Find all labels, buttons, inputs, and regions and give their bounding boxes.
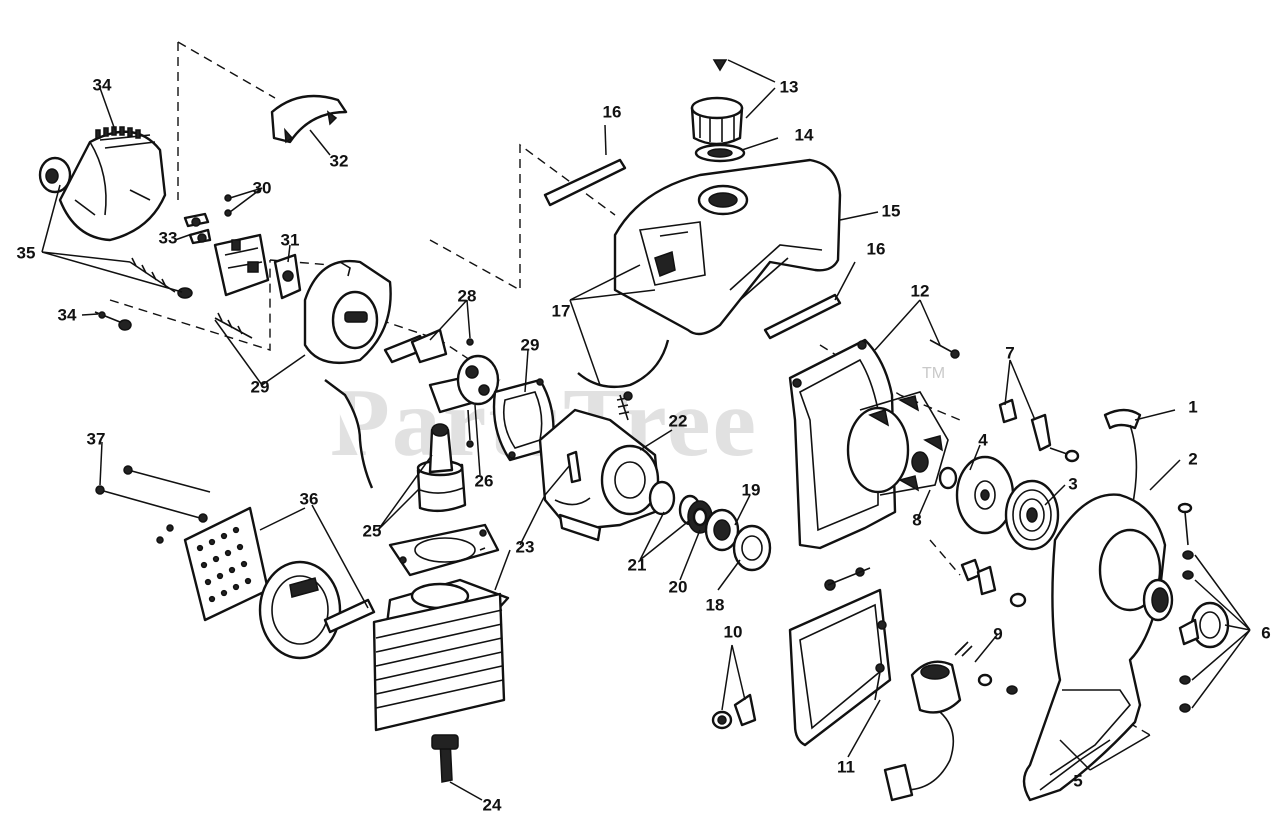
callout-9: 9	[993, 624, 1002, 643]
part-12-fan-cover	[788, 338, 897, 550]
small-hardware-left	[94, 194, 232, 331]
part-32-heat-shield	[270, 94, 348, 144]
fuel-hose-left	[324, 379, 374, 489]
callout-labels: 1 2 3 4 5 6 7 8 9 10 11 12 13 14 15 16 1…	[17, 75, 1271, 814]
part-3-recoil-spring	[1004, 479, 1060, 551]
part-37-bolts	[95, 465, 211, 544]
callout-33: 33	[159, 228, 178, 247]
callout-20: 20	[669, 577, 688, 596]
callout-31: 31	[281, 230, 300, 249]
callout-6: 6	[1261, 623, 1270, 642]
ignition-bracket-plate	[788, 567, 892, 747]
callout-8: 8	[912, 510, 921, 529]
callout-1: 1	[1188, 397, 1197, 416]
callout-34-bottom: 34	[58, 305, 77, 324]
part-13-vent	[712, 59, 728, 72]
part-13-fuel-cap	[690, 96, 744, 146]
part-23-cylinder-gasket	[388, 523, 500, 577]
part-10-washers	[711, 693, 757, 730]
part-28-reed-plates	[383, 328, 474, 364]
callout-19: 19	[742, 480, 761, 499]
callout-12: 12	[911, 281, 930, 300]
callout-7: 7	[1005, 343, 1014, 362]
callout-22: 22	[669, 411, 688, 430]
callout-10: 10	[724, 622, 743, 641]
part-4-pulley	[938, 455, 1015, 535]
callout-32: 32	[330, 151, 349, 170]
part-6-clamp	[1177, 502, 1230, 713]
callout-5: 5	[1073, 771, 1082, 790]
part-36-muffler	[258, 560, 376, 660]
callout-28: 28	[458, 286, 477, 305]
part-16-strip-right	[763, 293, 842, 340]
callout-36: 36	[300, 489, 319, 508]
callout-11: 11	[837, 757, 855, 776]
callout-4: 4	[978, 430, 988, 449]
callout-3: 3	[1068, 474, 1077, 493]
callout-15: 15	[882, 201, 901, 220]
spark-screen-plate	[183, 506, 270, 622]
part-26-crankshaft	[428, 354, 500, 448]
part-23-cylinder	[372, 578, 510, 783]
part-29-filter-base	[214, 259, 392, 364]
callout-25: 25	[363, 521, 382, 540]
callout-37: 37	[87, 429, 106, 448]
part-34-fan-housing	[38, 126, 167, 242]
leader-lines	[41, 59, 1251, 801]
callout-29-center: 29	[521, 335, 540, 354]
callout-24: 24	[483, 795, 502, 814]
callout-18: 18	[706, 595, 725, 614]
callout-13: 13	[780, 77, 799, 96]
callout-17: 17	[552, 301, 571, 320]
small-hardware-right	[929, 339, 1080, 608]
callout-26: 26	[475, 471, 494, 490]
part-14-cap-gasket	[694, 143, 746, 163]
part-2-starter-housing	[1022, 493, 1174, 802]
callout-14: 14	[795, 125, 814, 144]
flywheel	[846, 391, 949, 496]
callout-29-left: 29	[251, 377, 270, 396]
part-16-strip-top	[543, 158, 627, 207]
watermark-trademark: TM	[922, 365, 945, 382]
part-15-fuel-tank	[613, 158, 842, 336]
bearings-seals	[648, 480, 772, 572]
callout-30: 30	[253, 178, 272, 197]
callout-34-top: 34	[93, 75, 112, 94]
callout-23: 23	[516, 537, 535, 556]
part-25-piston	[416, 423, 467, 513]
callout-16-top: 16	[603, 102, 622, 121]
callout-35: 35	[17, 243, 36, 262]
callout-16-right: 16	[867, 239, 886, 258]
callout-2: 2	[1188, 449, 1197, 468]
part-31-carburetor	[213, 233, 302, 300]
part-22-crankcase	[538, 391, 662, 542]
part-9-ignition-module	[874, 641, 1018, 802]
callout-21: 21	[628, 555, 647, 574]
part-17-fuel-line	[577, 339, 670, 389]
